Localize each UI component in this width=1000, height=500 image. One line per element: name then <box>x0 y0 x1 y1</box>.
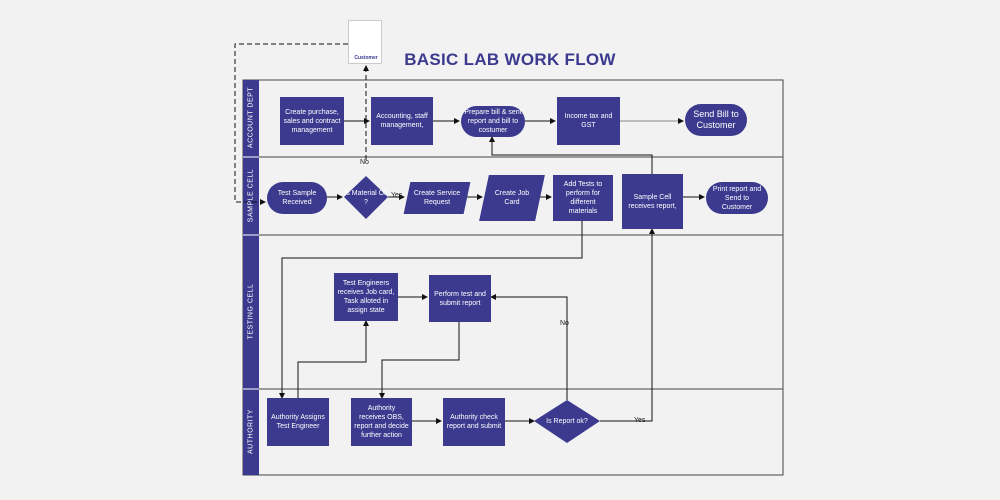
income-tax-node: Income tax and GST <box>557 97 620 145</box>
diagram-title: BASIC LAB WORK FLOW <box>404 50 616 69</box>
accounting-node: Accounting, staff management, <box>371 97 433 145</box>
authority-receives-node: Authority receives OBS, report and decid… <box>351 398 412 446</box>
edge-label-yes-material: Yes <box>391 192 403 199</box>
customer-label: Customer <box>354 55 378 61</box>
lane-label-account: ACCOUNT DEPT <box>247 86 255 149</box>
authority-assigns-node: Authority Assigns Test Engineer <box>267 398 329 446</box>
service-request-node: Create Service Request <box>403 182 471 214</box>
authority-check-node: Authority check report and submit <box>443 398 505 446</box>
perform-test-node: Perform test and submit report <box>429 275 491 322</box>
prepare-bill-node: Prepare bill & sent report and bill to c… <box>461 106 525 137</box>
is-material-ok-label: Is Material Ok ? <box>344 190 388 206</box>
lane-header-strip <box>243 80 259 475</box>
is-report-ok-label: Is Report ok? <box>546 417 588 425</box>
is-report-ok-diamond <box>534 400 600 443</box>
service-request-label: Create Service Request <box>413 190 461 206</box>
create-purchase-node: Create purchase, sales and contract mana… <box>280 97 344 145</box>
job-card-node: Create Job Card <box>479 175 545 221</box>
lane-label-authority: AUTHORITY <box>247 409 255 454</box>
customer-node: Customer <box>348 20 382 64</box>
add-tests-node: Add Tests to perform for different mater… <box>553 175 613 221</box>
edge-label-no-material: No <box>360 159 369 166</box>
edge-label-yes-report: Yes <box>634 417 646 424</box>
test-sample-node: Test Sample Received <box>267 182 327 214</box>
sample-cell-receives-node: Sample Cell receives report, <box>622 174 683 229</box>
job-card-label: Create Job Card <box>494 190 530 206</box>
engineers-receive-node: Test Engineers receives Job card, Task a… <box>334 273 398 321</box>
is-material-ok-diamond <box>344 176 388 219</box>
send-bill-node: Send Bill to Customer <box>685 104 747 136</box>
edge-label-no-report: No <box>560 320 569 327</box>
lane-label-sample: SAMPLE CELL <box>247 168 255 223</box>
print-report-node: Print report and Send to Customer <box>706 182 768 214</box>
lane-label-testing: TESTING CELL <box>247 283 255 340</box>
